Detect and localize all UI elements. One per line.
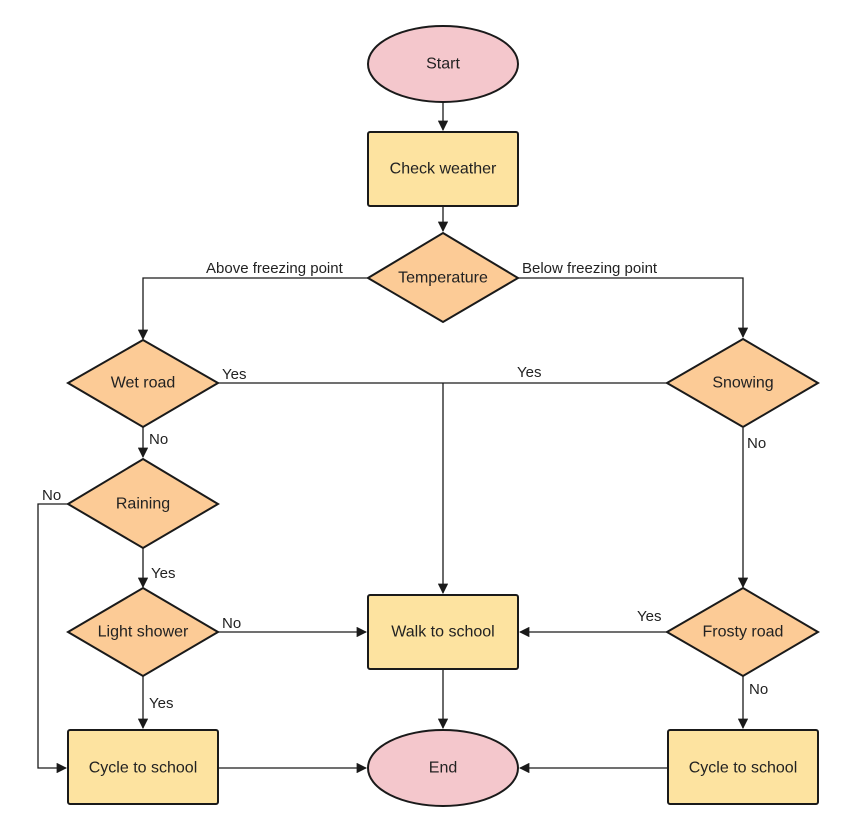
walk-to-school-label: Walk to school [391,624,494,641]
label-raining-yes: Yes [151,565,175,582]
cycle-right-label: Cycle to school [689,760,798,777]
edge-temperature-snowing [517,277,749,339]
check-weather-shape [367,131,519,207]
cycle-left-shape [67,729,219,805]
label-below-freezing: Below freezing point [522,260,658,277]
end-label: End [429,760,457,777]
frosty-road-label: Frosty road [703,624,784,641]
snowing-label: Snowing [712,375,773,392]
node-temperature: Temperature [366,231,520,324]
walk-to-school-shape [367,594,519,670]
light-shower-label: Light shower [98,624,189,641]
raining-shape [66,457,220,550]
label-lightshower-no: No [222,615,241,632]
node-end: End [367,729,519,807]
cycle-left-label: Cycle to school [89,760,198,777]
start-label: Start [426,56,460,73]
node-frosty-road: Frosty road [665,586,820,678]
check-weather-label: Check weather [390,161,497,178]
label-raining-no: No [42,487,61,504]
label-frosty-no: No [749,681,768,698]
snowing-shape [665,337,820,429]
label-snowing-yes: Yes [517,364,541,381]
light-shower-shape [66,586,220,678]
node-wet-road: Wet road [66,338,220,429]
node-start: Start [367,25,519,103]
node-walk-to-school: Walk to school [367,594,519,670]
label-snowing-no: No [747,435,766,452]
wet-road-label: Wet road [111,375,176,392]
start-shape [367,25,519,103]
label-lightshower-yes: Yes [149,695,173,712]
label-wetroad-no: No [149,431,168,448]
node-raining: Raining [66,457,220,550]
frosty-road-shape [665,586,820,678]
label-above-freezing: Above freezing point [206,260,344,277]
wet-road-shape [66,338,220,429]
edge-temperature-wetroad [137,277,369,341]
temperature-label: Temperature [398,270,488,287]
node-cycle-left: Cycle to school [67,729,219,805]
node-snowing: Snowing [665,337,820,429]
end-shape [367,729,519,807]
edges [37,103,749,774]
edge-labels: Above freezing point Below freezing poin… [42,260,768,712]
label-wetroad-yes: Yes [222,366,246,383]
cycle-right-shape [667,729,819,805]
node-check-weather: Check weather [367,131,519,207]
node-cycle-right: Cycle to school [667,729,819,805]
node-light-shower: Light shower [66,586,220,678]
raining-label: Raining [116,496,170,513]
edge-raining-no-cycle [37,503,68,774]
nodes: Start Check weather Temperature Wet road… [66,25,820,807]
temperature-shape [366,231,520,324]
label-frosty-yes: Yes [637,608,661,625]
